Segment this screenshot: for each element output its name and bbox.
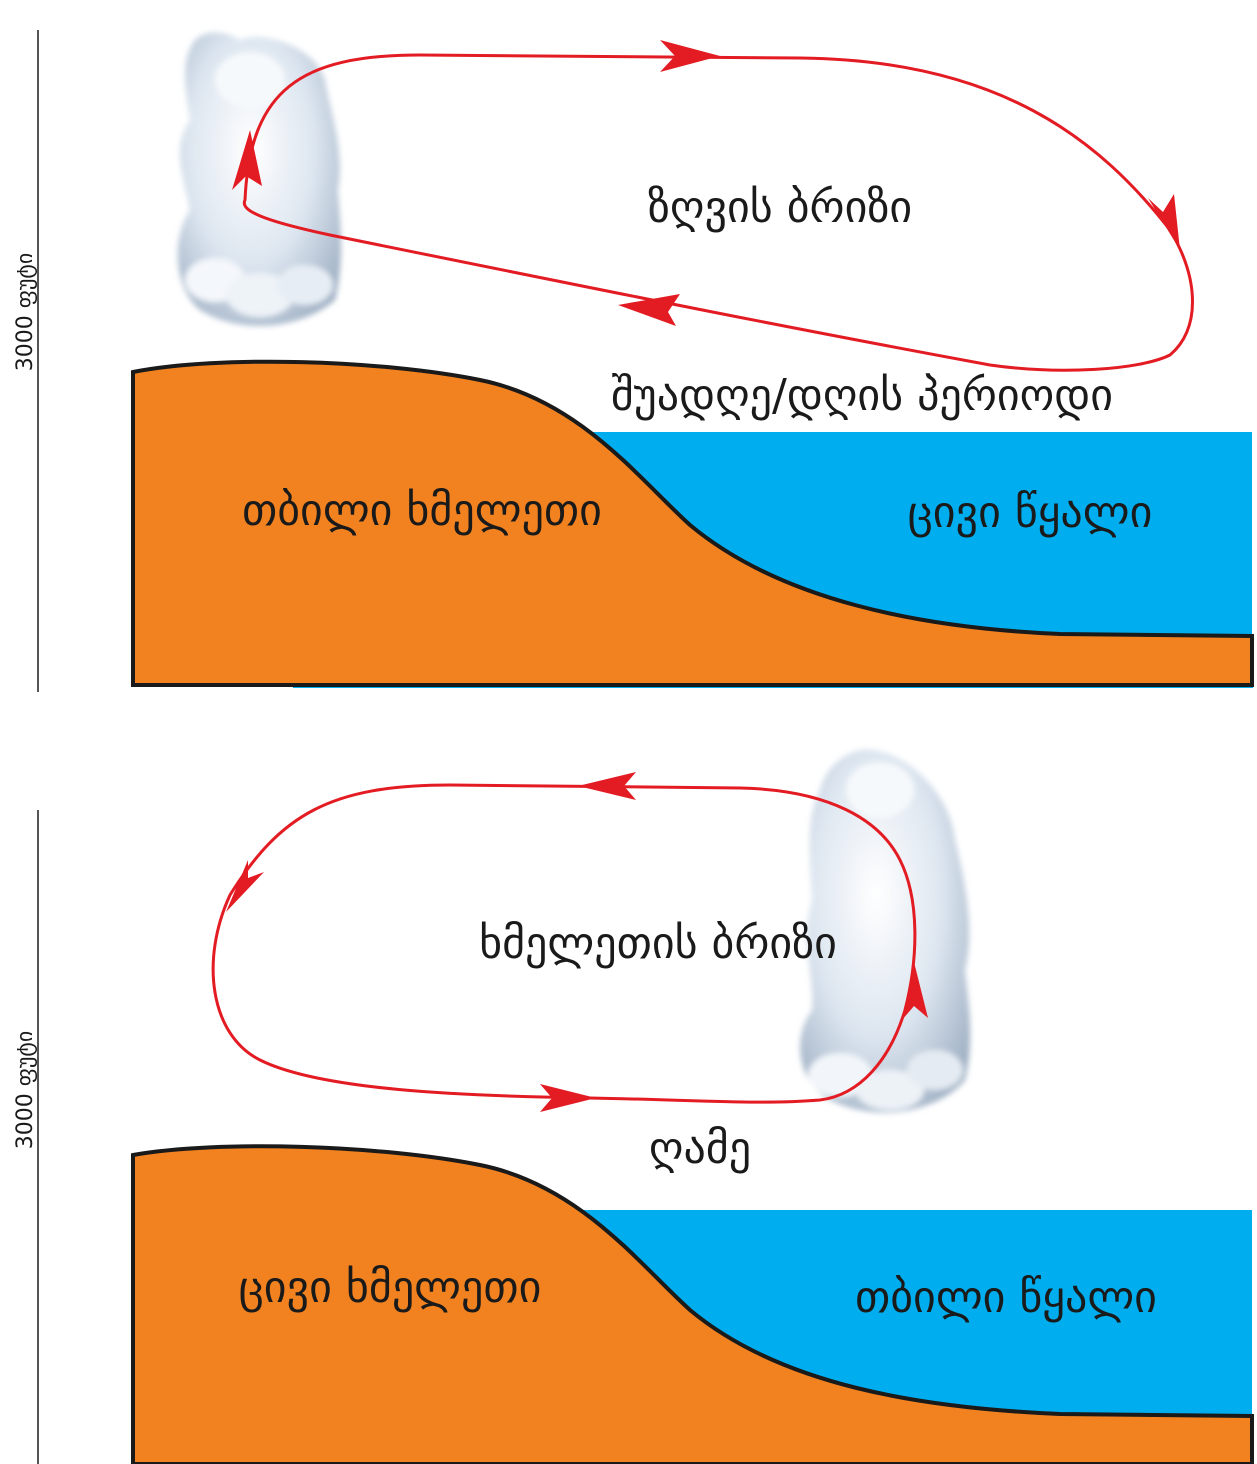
circulation-label: ზღვის ბრიზი [648, 182, 912, 233]
altitude-label: 3000 ფუტი [13, 1031, 38, 1149]
bottom-panel: 3000 ფუტი ხმელეთის ბრიზი ღამე ცივი ხმელე… [13, 750, 1252, 1464]
water-label: თბილი წყალი [855, 1272, 1157, 1323]
period-label: ღამე [649, 1123, 751, 1174]
water-label: ცივი წყალი [908, 487, 1153, 538]
land-label: თბილი ხმელეთი [242, 485, 602, 536]
arrowhead-icon [226, 860, 264, 912]
land-label: ცივი ხმელეთი [239, 1262, 542, 1313]
top-panel: 3000 ფუტი ზღვის ბრიზი შუადღე/დღის პერიოდ… [13, 30, 1253, 692]
arrowhead-icon [1148, 194, 1180, 250]
period-label: შუადღე/დღის პერიოდი [611, 370, 1113, 421]
altitude-label: 3000 ფუტი [13, 253, 38, 371]
circulation-label: ხმელეთის ბრიზი [479, 918, 837, 969]
